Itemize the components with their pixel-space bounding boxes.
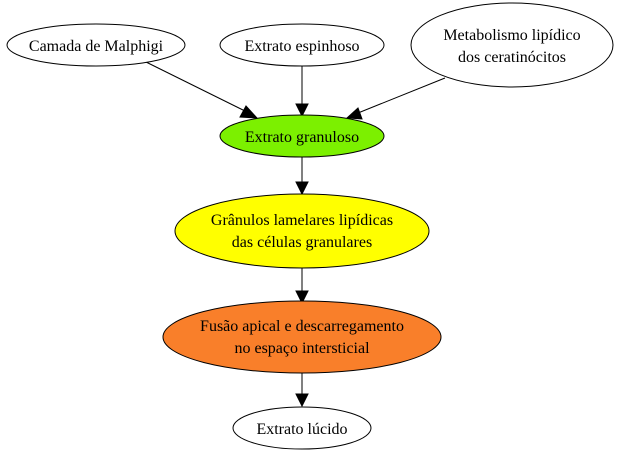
- node-label: Extrato lúcido: [256, 421, 347, 438]
- node-label-line-2: dos ceratinócitos: [458, 49, 566, 66]
- node-label-line-1: Grânulos lamelares lipídicas: [211, 212, 393, 229]
- node-label-line-2: das células granulares: [232, 234, 372, 251]
- edge-fusao-to-extrato-lucido: [295, 373, 309, 408]
- edge-granulos-to-fusao: [295, 268, 309, 305]
- node-granulos-lamelares: Grânulos lamelares lipídicas das células…: [174, 193, 430, 269]
- node-label-line-1: Metabolismo lipídico: [443, 27, 580, 44]
- node-label-line-1: Fusão apical e descarregamento: [200, 318, 404, 335]
- edges-layer: [145, 61, 446, 408]
- node-extrato-espinhoso: Extrato espinhoso: [219, 23, 385, 67]
- nodes-layer: Camada de Malphigi Extrato espinhoso Met…: [6, 2, 614, 450]
- node-label-line-2: no espaço intersticial: [234, 340, 370, 357]
- node-label: Extrato espinhoso: [244, 38, 359, 55]
- node-label: Extrato granuloso: [245, 129, 359, 146]
- edge-metabolismo-to-extrato-granuloso: [345, 77, 446, 120]
- edge-extrato-espinhoso-to-extrato-granuloso: [295, 66, 309, 118]
- edge-camada-malphigi-to-extrato-granuloso: [145, 61, 259, 119]
- node-fusao-apical: Fusão apical e descarregamento no espaço…: [162, 300, 442, 374]
- node-extrato-granuloso: Extrato granuloso: [219, 114, 385, 158]
- edge-extrato-granuloso-to-granulos: [295, 157, 309, 196]
- node-metabolismo-lipidico: Metabolismo lipídico dos ceratinócitos: [410, 2, 614, 88]
- node-camada-malphigi: Camada de Malphigi: [6, 23, 186, 67]
- node-extrato-lucido: Extrato lúcido: [232, 406, 372, 450]
- node-label: Camada de Malphigi: [29, 38, 164, 55]
